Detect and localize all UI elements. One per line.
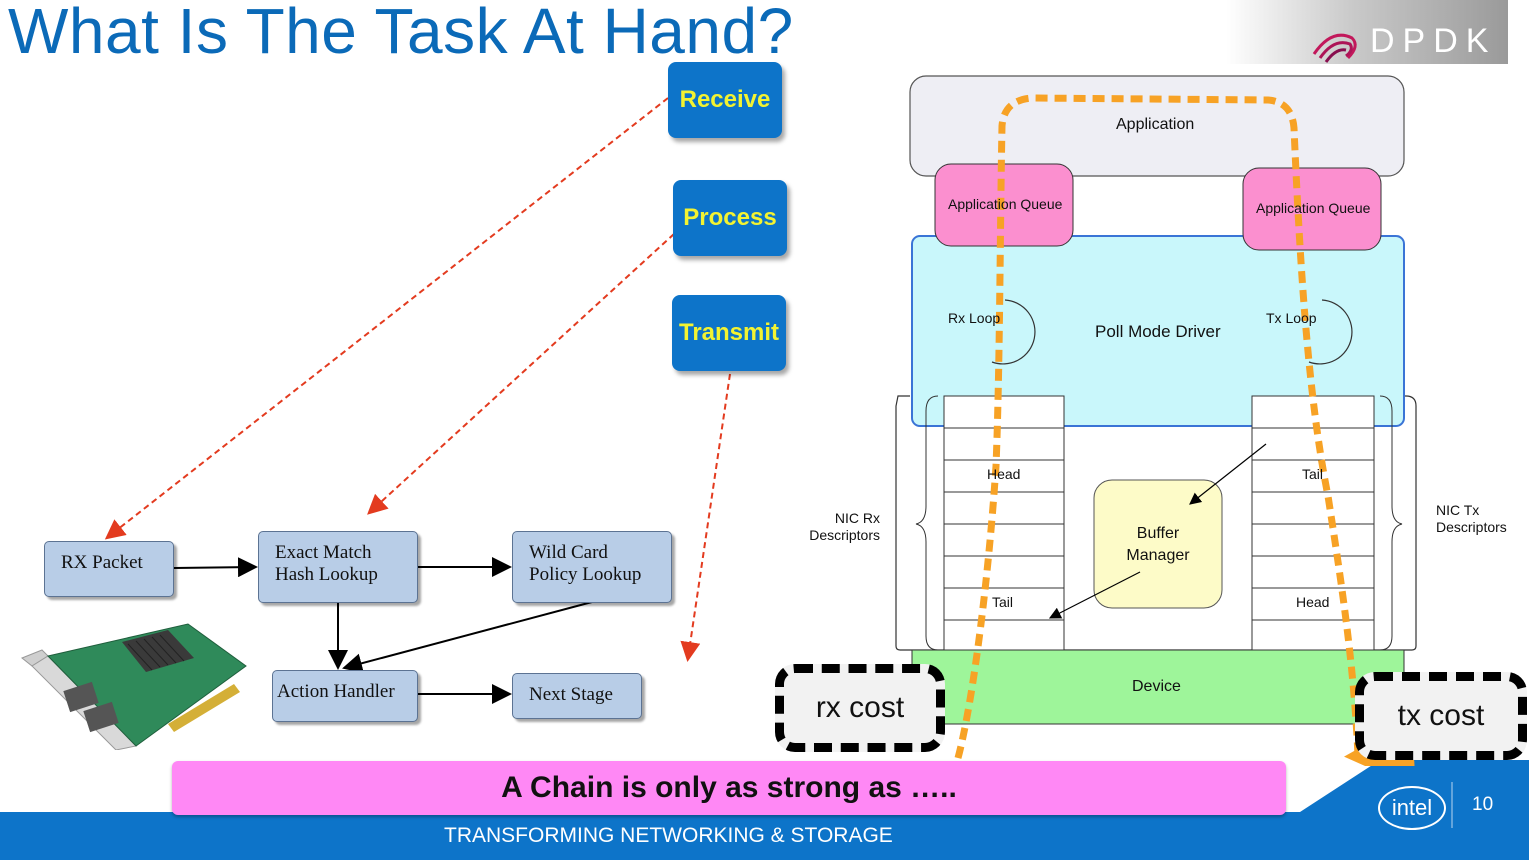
wild-card-line2: Policy Lookup — [529, 564, 642, 585]
nic-tx-line1: NIC Tx — [1436, 502, 1480, 518]
exact-match-line2: Hash Lookup — [275, 564, 378, 585]
nic-rx-line2: Descriptors — [809, 527, 880, 543]
dpdk-logo-text: DPDK — [1370, 22, 1497, 60]
app-queue-right-box — [1242, 167, 1382, 251]
device-label: Device — [1132, 678, 1181, 695]
application-box — [909, 75, 1405, 177]
pmd-box — [911, 235, 1405, 427]
rx-loop-label: Rx Loop — [948, 310, 1001, 326]
nic-rx-label: NIC Rx Descriptors — [800, 510, 880, 544]
rx-cost-label: rx cost — [815, 691, 905, 724]
process-arrow — [367, 233, 675, 515]
rx-tx-data-path — [954, 94, 1416, 766]
nic-tx-line2: Descriptors — [1436, 519, 1507, 535]
wild-to-action-arrow — [342, 601, 593, 674]
app-queue-right-label: Application Queue — [1256, 200, 1371, 216]
process-label: Process — [683, 204, 777, 231]
chain-banner-text: A Chain is only as strong as ….. — [501, 771, 957, 804]
rx-head-label: Head — [987, 466, 1021, 482]
rx-to-exact-arrow — [173, 557, 258, 578]
exact-match-line1: Exact Match — [275, 542, 372, 563]
transmit-step: Transmit — [672, 295, 786, 371]
intel-logo: intel — [1378, 786, 1446, 830]
tx-tail-label: Tail — [1302, 466, 1324, 482]
wild-card-line1: Wild Card — [529, 542, 608, 563]
tx-descriptor-ring — [1251, 395, 1375, 651]
rx-packet-box: RX Packet — [44, 541, 174, 597]
rx-packet-label: RX Packet — [61, 552, 143, 573]
rx-cost-callout: rx cost — [775, 664, 945, 752]
rx-tail-label: Tail — [992, 594, 1014, 610]
tx-cost-label: tx cost — [1397, 699, 1485, 732]
dpdk-logo-background — [1226, 0, 1508, 64]
exact-match-box: Exact Match Hash Lookup — [258, 531, 418, 603]
tx-cost-callout: tx cost — [1355, 672, 1527, 760]
page-title: What Is The Task At Hand? — [8, 0, 794, 67]
tx-head-label: Head — [1296, 594, 1330, 610]
transmit-arrow — [680, 373, 731, 662]
footer-text: TRANSFORMING NETWORKING & STORAGE — [444, 824, 893, 847]
buffer-manager-box — [1093, 479, 1223, 609]
receive-label: Receive — [679, 86, 771, 113]
buffer-manager-line2: Manager — [1126, 547, 1190, 564]
buffer-manager-line1: Buffer — [1136, 525, 1180, 542]
wild-card-box: Wild Card Policy Lookup — [512, 531, 672, 603]
architecture-diagram — [895, 75, 1417, 766]
nic-card-image — [21, 623, 247, 750]
left-diagram-connectors — [104, 97, 731, 704]
device-box — [911, 649, 1405, 725]
next-stage-label: Next Stage — [529, 684, 613, 705]
action-handler-label: Action Handler — [277, 681, 395, 702]
action-handler-box: Action Handler — [272, 670, 418, 722]
tx-loop-circle — [1308, 299, 1353, 365]
nic-rx-line1: NIC Rx — [834, 510, 880, 526]
tx-loop-label: Tx Loop — [1266, 310, 1317, 326]
receive-step: Receive — [668, 62, 782, 138]
next-stage-box: Next Stage — [512, 673, 642, 719]
rx-descriptor-ring — [943, 395, 1065, 651]
dpdk-swirl-icon — [1312, 33, 1357, 63]
application-label: Application — [1116, 116, 1195, 133]
receive-arrow — [104, 97, 669, 540]
nic-rx-brace — [915, 395, 939, 651]
nic-tx-label: NIC Tx Descriptors — [1436, 502, 1507, 536]
buffer-manager-label: Buffer Manager — [1094, 523, 1222, 567]
intel-logo-text: intel — [1391, 795, 1433, 820]
page-number: 10 — [1472, 794, 1494, 815]
pmd-label: Poll Mode Driver — [1095, 322, 1221, 341]
rx-loop-circle — [991, 299, 1036, 365]
nic-tx-brace — [1379, 395, 1403, 651]
transmit-label: Transmit — [678, 319, 780, 346]
process-step: Process — [673, 180, 787, 256]
chain-banner: A Chain is only as strong as ….. — [172, 761, 1286, 815]
app-queue-left-label: Application Queue — [948, 196, 1063, 212]
